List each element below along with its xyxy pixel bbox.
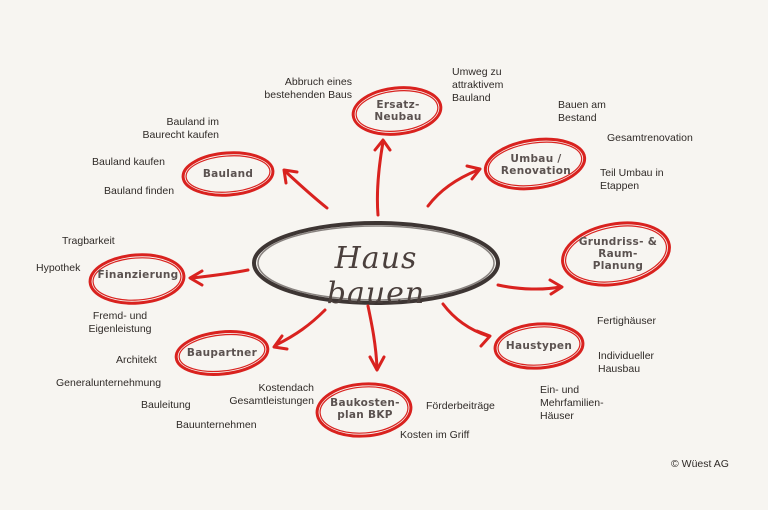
label-kosten-im-griff: Kosten im Griff [400,429,470,441]
arrow-to-baupartner [274,308,327,347]
node-circle-grundriss-2 [564,225,668,283]
node-circle-finanzierung [88,253,186,305]
node-circle-baupartner [174,330,270,376]
arrowhead-bauland [282,168,299,185]
node-bauland: Bauland [202,168,254,180]
node-haustypen: Haustypen [505,340,573,352]
label-fertighaeuser: Fertighäuser [597,315,656,327]
label-teil-umbau: Teil Umbau in Etappen [600,167,664,192]
arrowhead-ersatz [373,138,392,152]
label-hypothek: Hypothek [36,262,81,274]
node-circle-grundriss [561,221,671,287]
node-circle-ersatz-2 [355,90,439,132]
label-gesamtrenovation: Gesamtrenovation [607,132,693,144]
arrow-to-baukosten [366,304,379,370]
node-baupartner: Baupartner [186,347,258,359]
node-circle-baukosten-2 [319,386,409,434]
node-circle-bauland [181,151,275,197]
node-grundriss-planung: Grundriss- & Raum- Planung [578,236,658,272]
label-individueller-hausbau: Individueller Hausbau [598,350,655,375]
node-circle-finanzierung-2 [92,257,182,301]
copyright-text: © Wüest AG [671,458,729,470]
label-generalunternehmung: Generalunternehmung [56,377,162,389]
label-umweg: Umweg zu attraktivem Bauland [452,66,504,104]
node-circle-haustypen-2 [497,326,581,366]
label-bauland-kaufen: Bauland kaufen [92,156,165,168]
label-bauleitung: Bauleitung [141,399,191,411]
center-ellipse-inner [257,225,495,301]
node-ersatz-neubau: Ersatz- Neubau [374,99,422,123]
center-title: Haus bauen [326,241,426,311]
arrow-to-bauland [284,170,329,210]
node-circle-bauland-2 [185,155,271,193]
node-circle-umbau-2 [487,141,583,187]
node-circle-ersatz [351,86,443,136]
node-circle-haustypen [493,322,585,370]
label-foerderbeitraege: Förderbeiträge [426,400,495,412]
node-umbau-renovation: Umbau / Renovation [500,153,572,177]
label-bauland-baurecht: Bauland im Baurecht kaufen [142,116,219,141]
node-circle-baupartner-2 [178,333,266,373]
label-architekt: Architekt [116,354,157,366]
center-ellipse [252,221,500,305]
arrow-to-umbau [426,168,480,208]
node-finanzierung: Finanzierung [97,269,179,281]
arrow-to-finanzierung [190,268,250,280]
label-bauland-finden: Bauland finden [104,185,175,197]
label-bauunternehmen: Bauunternehmen [176,419,257,431]
arrow-to-ersatz [375,140,385,217]
label-ein-mehrfamilien: Ein- und Mehrfamilien- Häuser [540,384,604,422]
label-bauen-am-bestand: Bauen am Bestand [558,99,606,124]
arrowhead-baupartner [272,334,289,351]
arrowhead-grundriss [548,278,564,296]
arrowhead-baukosten [368,355,386,372]
label-fremd-eigen: Fremd- und Eigenleistung [88,310,152,335]
arrow-to-grundriss [496,283,562,291]
arrowhead-finanzierung [188,269,204,287]
arrowhead-haustypen [475,329,492,348]
node-circle-umbau [483,137,587,191]
node-baukosten-bkp: Baukosten- plan BKP [330,397,400,421]
node-circle-baukosten [315,382,413,438]
arrowhead-umbau [465,164,482,181]
label-abbruch: Abbruch eines bestehenden Baus [264,76,352,101]
label-tragbarkeit: Tragbarkeit [62,235,115,247]
label-kostendach: Kostendach Gesamtleistungen [229,382,314,407]
